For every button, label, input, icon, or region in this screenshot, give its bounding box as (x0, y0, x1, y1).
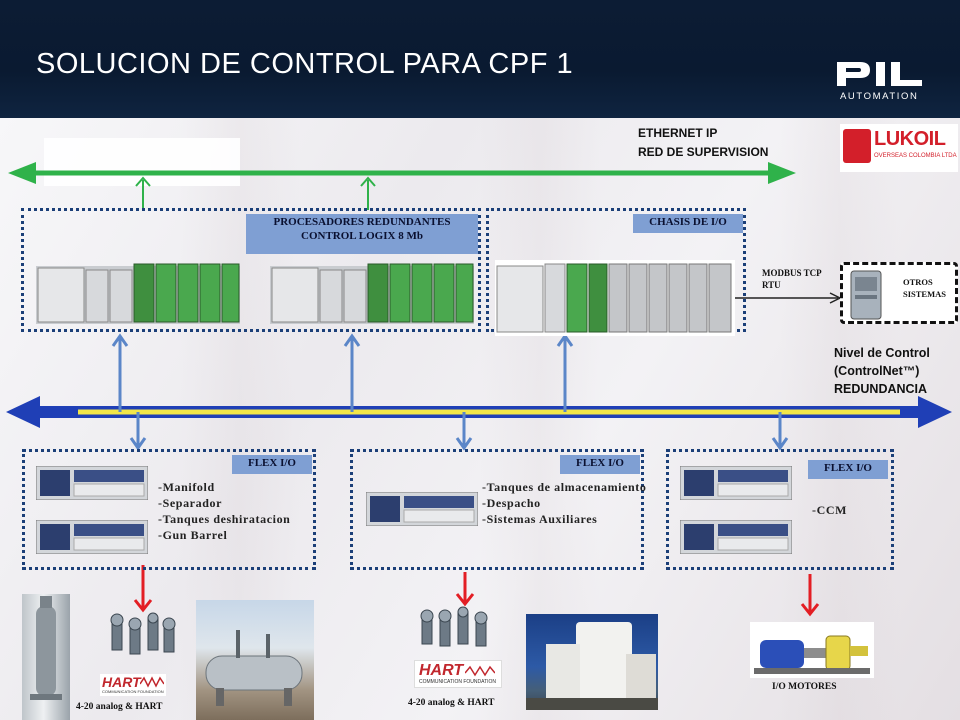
otros-sistemas-box: OTROS SISTEMAS (840, 262, 958, 324)
plc-power-supply (37, 267, 85, 323)
hart-logo-text: HART (102, 674, 141, 690)
server-icon (850, 270, 882, 320)
plc-rack-1 (36, 263, 240, 324)
flex-io-list-2: -Tanques de almacenamiento -Despacho -Si… (482, 479, 647, 527)
vessel-icon (30, 596, 62, 700)
controlnet-label-3: REDUNDANCIA (834, 382, 928, 396)
processors-frame (21, 208, 481, 332)
logo-l-glyph (891, 62, 922, 86)
list-item: -Tanques deshiratacion (158, 512, 291, 526)
flex-module-3b (680, 520, 792, 554)
flex-module-2a (366, 492, 478, 526)
hart-logo-2: HART COMMUNICATION FOUNDATION (414, 660, 502, 688)
cnet-up-3-head (556, 333, 574, 347)
list-item: -Despacho (482, 496, 541, 510)
lukoil-logo: LUKOIL OVERSEAS COLOMBIA LTDA (840, 124, 958, 172)
controlnet-right-arrowhead (918, 396, 952, 428)
processors-tag: PROCESADORES REDUNDANTES CONTROL LOGIX 8… (246, 214, 478, 254)
flex-io-tag-3: FLEX I/O (808, 460, 888, 479)
controlnet-left-arrowhead (6, 396, 40, 428)
modbus-label-1: MODBUS TCP (762, 268, 822, 278)
hart-wave-icon (465, 665, 495, 677)
controlnet-label-1: Nivel de Control (834, 346, 930, 360)
storage-tanks-photo (526, 614, 658, 710)
cnet-down-3-head (771, 437, 789, 451)
vessel-photo (22, 594, 70, 720)
chassis-tag: CHASIS DE I/O (633, 214, 743, 233)
lukoil-name: LUKOIL (874, 128, 946, 150)
pil-automation-logo: AUTOMATION (837, 62, 922, 102)
list-item: -Separador (158, 496, 222, 510)
modbus-label-2: RTU (762, 280, 781, 290)
list-item: -Sistemas Auxiliares (482, 512, 598, 526)
hart-logo-sub: COMMUNICATION FOUNDATION (102, 689, 164, 694)
page-title: SOLUCION DE CONTROL PARA CPF 1 (36, 48, 574, 80)
transmitters-icon-1 (110, 612, 176, 655)
logo-subtext: AUTOMATION (840, 91, 918, 102)
cnet-up-2-head (343, 333, 361, 347)
plc-rack-io (495, 260, 735, 336)
flex-io-frame-1 (22, 449, 316, 570)
list-item: -Manifold (158, 480, 215, 494)
hart-logo-1: HART COMMUNICATION FOUNDATION (100, 674, 166, 696)
flex-io-tag-2: FLEX I/O (560, 455, 640, 474)
hart-logo-text: HART (419, 662, 464, 679)
header-bar: SOLUCION DE CONTROL PARA CPF 1 AUTOMATIO… (0, 0, 960, 118)
separator-icon (205, 630, 303, 706)
red-arrow-2-head (455, 593, 475, 607)
cnet-down-1-head (129, 437, 147, 451)
cnet-down-2-head (455, 437, 473, 451)
ethernet-drop-2-head (360, 176, 376, 187)
otros-label-1: OTROS (903, 277, 933, 287)
list-item: -Tanques de almacenamiento (482, 480, 647, 494)
logo-p-glyph (837, 62, 870, 86)
list-item: -Gun Barrel (158, 528, 228, 542)
controlnet-label-2: (ControlNet™) (834, 364, 920, 378)
hart-caption-mid: 4-20 analog & HART (408, 698, 495, 708)
processors-tag-line2: CONTROL LOGIX 8 Mb (301, 230, 423, 242)
ethernet-left-arrowhead (8, 162, 36, 184)
ethernet-label-1: ETHERNET IP (638, 126, 718, 140)
ethernet-right-arrowhead (768, 162, 796, 184)
lukoil-emblem-icon (843, 129, 871, 163)
flex-io-frame-2 (350, 449, 644, 570)
red-arrow-1-head (133, 599, 153, 613)
flex-module-1a (36, 466, 148, 500)
cnet-up-1-head (111, 333, 129, 347)
flex-io-tag-1: FLEX I/O (232, 455, 312, 474)
ethernet-label-2: RED DE SUPERVISION (638, 145, 769, 159)
tanks-icon (526, 622, 658, 710)
hart-caption-left: 4-20 analog & HART (76, 702, 163, 712)
otros-label-2: SISTEMAS (903, 289, 946, 299)
motores-caption: I/O MOTORES (772, 682, 837, 692)
flex-io-list-1: -Manifold -Separador -Tanques deshiratac… (158, 479, 290, 543)
logo-i-glyph (876, 62, 885, 86)
flex-module-1b (36, 520, 148, 554)
ethernet-drop-1-head (135, 176, 151, 187)
flex-io-list-3: -CCM (812, 502, 847, 518)
motor-pump-icon (754, 635, 870, 674)
processors-tag-line1: PROCESADORES REDUNDANTES (273, 216, 451, 228)
transmitters-icon-2 (420, 606, 488, 647)
hart-logo-sub: COMMUNICATION FOUNDATION (419, 679, 497, 685)
red-arrow-3-head (800, 603, 820, 617)
hart-wave-icon (140, 676, 164, 688)
flex-module-3a (680, 466, 792, 500)
separator-photo (196, 600, 314, 720)
flex-io-frame-3 (666, 449, 894, 570)
plc-rack-2 (270, 263, 474, 324)
motor-photo (750, 622, 874, 678)
lukoil-sub: OVERSEAS COLOMBIA LTDA (874, 153, 957, 159)
list-item: -CCM (812, 503, 848, 517)
